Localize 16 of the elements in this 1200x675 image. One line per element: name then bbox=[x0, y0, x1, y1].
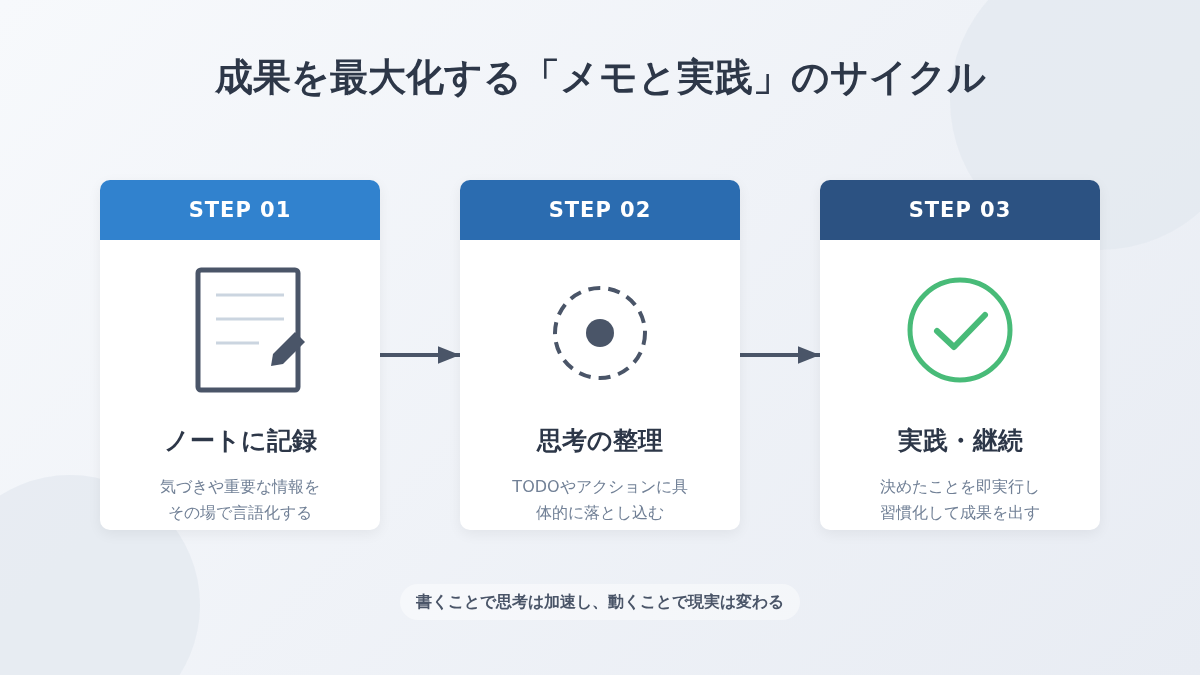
caption: 書くことで思考は加速し、動くことで現実は変わる bbox=[400, 584, 800, 620]
title: 成果を最大化する「メモと実践」のサイクル bbox=[213, 54, 987, 101]
step-card bbox=[820, 180, 1100, 530]
step-card bbox=[100, 180, 380, 530]
step-description: 決めたことを即実行し習慣化して成果を出す bbox=[879, 476, 1041, 524]
step-card bbox=[460, 180, 740, 530]
arrow bbox=[380, 346, 460, 364]
arrow bbox=[740, 346, 820, 364]
step-header: STEP 02 bbox=[460, 180, 740, 240]
step-title: 実践・継続 bbox=[896, 425, 1024, 457]
step-header: STEP 03 bbox=[820, 180, 1100, 240]
step-description: 気づきや重要な情報をその場で言語化する bbox=[159, 476, 321, 524]
step-header: STEP 01 bbox=[100, 180, 380, 240]
step-title: 思考の整理 bbox=[535, 425, 664, 457]
step-description: TODOやアクションに具体的に落とし込む bbox=[511, 476, 689, 524]
step-title: ノートに記録 bbox=[162, 425, 318, 457]
